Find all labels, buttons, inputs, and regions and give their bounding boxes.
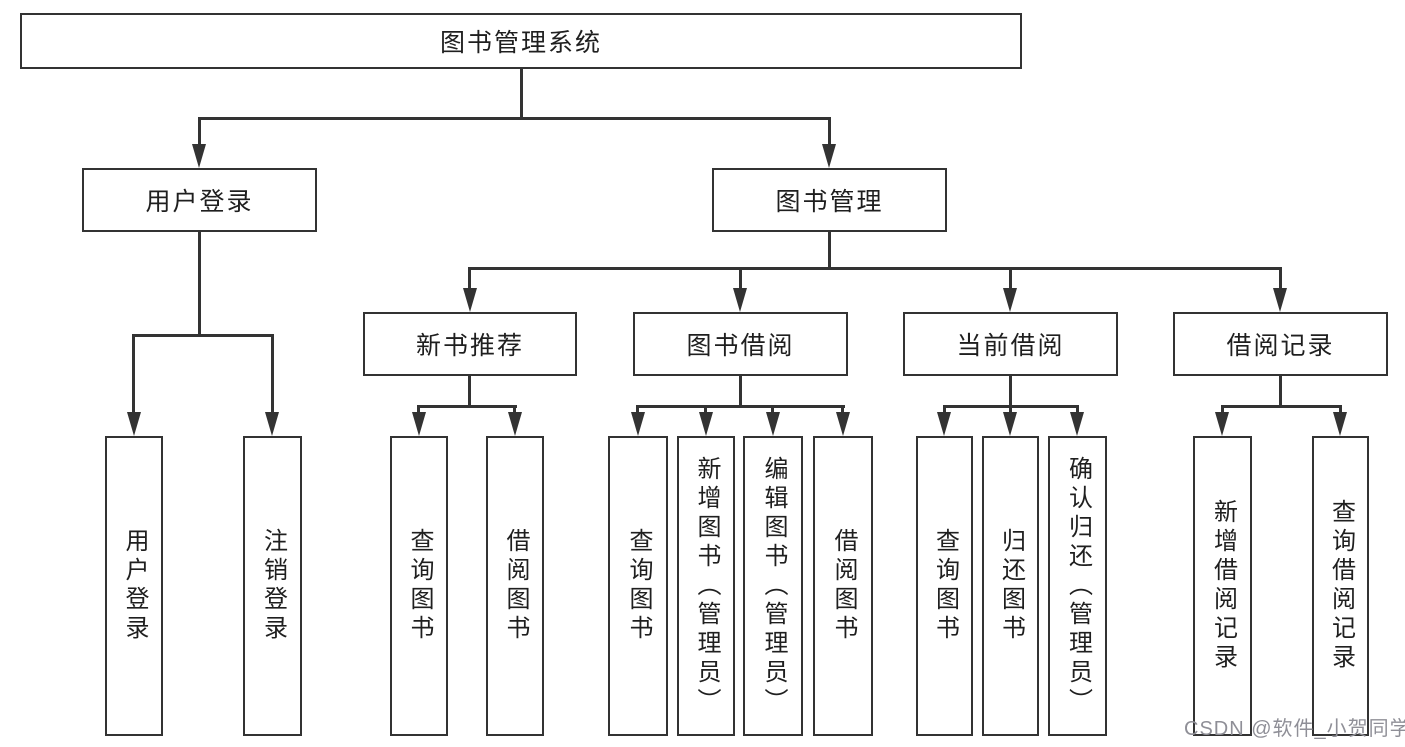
leaf-br-query-record-label: 查询借阅记录 <box>1327 499 1355 673</box>
leaf-logout: 注销登录 <box>243 436 302 736</box>
connector-vline <box>132 334 135 415</box>
arrowhead-down-icon <box>265 412 279 436</box>
leaf-bb-edit-books-admin: 编辑图书（管理员） <box>743 436 803 736</box>
connector-hline <box>198 117 831 120</box>
node-current-borrow: 当前借阅 <box>903 312 1118 376</box>
leaf-nb-query-books-label: 查询图书 <box>406 528 433 644</box>
arrowhead-down-icon <box>1070 412 1084 436</box>
leaf-bb-query-books: 查询图书 <box>608 436 668 736</box>
connector-vline <box>739 376 742 408</box>
connector-vline <box>704 405 707 416</box>
connector-vline <box>828 232 831 270</box>
leaf-bb-add-books-admin-label: 新增图书（管理员） <box>693 455 720 717</box>
leaf-nb-query-books: 查询图书 <box>390 436 448 736</box>
connector-vline <box>841 405 844 416</box>
connector-vline <box>468 267 471 292</box>
node-user-login-label: 用户登录 <box>145 188 254 216</box>
connector-vline <box>636 405 639 416</box>
connector-hline <box>636 405 845 408</box>
watermark: CSDN @软件_小贺同学 <box>1184 718 1405 740</box>
node-book-borrow: 图书借阅 <box>633 312 848 376</box>
node-root-label: 图书管理系统 <box>439 29 602 57</box>
arrowhead-down-icon <box>699 412 713 436</box>
connector-vline <box>1009 405 1012 416</box>
leaf-br-query-record: 查询借阅记录 <box>1312 436 1369 736</box>
connector-vline <box>513 405 516 416</box>
arrowhead-down-icon <box>1215 412 1229 436</box>
node-user-login: 用户登录 <box>82 168 317 232</box>
connector-hline <box>1221 405 1342 408</box>
connector-vline <box>771 405 774 416</box>
connector-vline <box>417 405 420 416</box>
leaf-nb-borrow-books-label: 借阅图书 <box>502 528 529 644</box>
arrowhead-down-icon <box>836 412 850 436</box>
arrowhead-down-icon <box>1273 288 1287 312</box>
arrowhead-down-icon <box>127 412 141 436</box>
arrowhead-down-icon <box>1003 288 1017 312</box>
leaf-bb-add-books-admin: 新增图书（管理员） <box>677 436 735 736</box>
node-root: 图书管理系统 <box>20 13 1022 69</box>
leaf-nb-borrow-books: 借阅图书 <box>486 436 544 736</box>
connector-vline <box>828 117 831 146</box>
arrowhead-down-icon <box>822 144 836 168</box>
connector-vline <box>1221 405 1224 416</box>
leaf-cb-confirm-return-admin-label: 确认归还（管理员） <box>1064 455 1092 717</box>
connector-vline <box>1009 376 1012 408</box>
node-new-book-recommend-label: 新书推荐 <box>415 332 524 360</box>
leaf-cb-confirm-return-admin: 确认归还（管理员） <box>1048 436 1107 736</box>
arrowhead-down-icon <box>766 412 780 436</box>
connector-vline <box>1076 405 1079 416</box>
connector-vline <box>1279 267 1282 292</box>
connector-vline <box>520 67 523 118</box>
leaf-br-add-record-label: 新增借阅记录 <box>1209 499 1237 673</box>
connector-vline <box>271 334 274 415</box>
leaf-cb-query-books-label: 查询图书 <box>931 528 959 644</box>
connector-vline <box>1339 405 1342 416</box>
leaf-user-login-label: 用户登录 <box>121 528 148 644</box>
leaf-cb-return-books: 归还图书 <box>982 436 1039 736</box>
connector-vline <box>468 376 471 408</box>
arrowhead-down-icon <box>508 412 522 436</box>
node-borrow-record: 借阅记录 <box>1173 312 1388 376</box>
arrowhead-down-icon <box>733 288 747 312</box>
connector-vline <box>198 117 201 146</box>
node-book-borrow-label: 图书借阅 <box>686 332 795 360</box>
connector-vline <box>739 267 742 292</box>
arrowhead-down-icon <box>192 144 206 168</box>
arrowhead-down-icon <box>631 412 645 436</box>
connector-hline <box>132 334 274 337</box>
leaf-br-add-record: 新增借阅记录 <box>1193 436 1252 736</box>
connector-vline <box>1009 267 1012 292</box>
leaf-cb-return-books-label: 归还图书 <box>997 528 1025 644</box>
connector-vline <box>1279 376 1282 408</box>
arrowhead-down-icon <box>1333 412 1347 436</box>
connector-hline <box>417 405 517 408</box>
node-book-management: 图书管理 <box>712 168 947 232</box>
arrowhead-down-icon <box>1003 412 1017 436</box>
leaf-cb-query-books: 查询图书 <box>916 436 973 736</box>
leaf-bb-edit-books-admin-label: 编辑图书（管理员） <box>760 455 787 717</box>
node-current-borrow-label: 当前借阅 <box>956 332 1065 360</box>
leaf-bb-borrow-books-label: 借阅图书 <box>830 528 857 644</box>
node-borrow-record-label: 借阅记录 <box>1226 332 1335 360</box>
arrowhead-down-icon <box>412 412 426 436</box>
leaf-bb-borrow-books: 借阅图书 <box>813 436 873 736</box>
node-new-book-recommend: 新书推荐 <box>363 312 577 376</box>
arrowhead-down-icon <box>937 412 951 436</box>
leaf-bb-query-books-label: 查询图书 <box>625 528 652 644</box>
connector-hline <box>468 267 1282 270</box>
leaf-logout-label: 注销登录 <box>259 528 287 644</box>
connector-vline <box>943 405 946 416</box>
node-book-management-label: 图书管理 <box>775 188 884 216</box>
connector-vline <box>198 232 201 336</box>
leaf-user-login: 用户登录 <box>105 436 163 736</box>
arrowhead-down-icon <box>463 288 477 312</box>
